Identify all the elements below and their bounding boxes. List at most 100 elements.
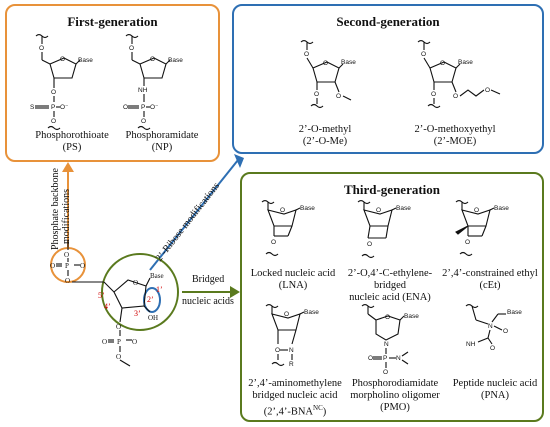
atom-o-bottom: O	[65, 277, 70, 285]
svg-text:Base: Base	[396, 205, 411, 212]
svg-text:O: O	[367, 241, 372, 248]
svg-text:P: P	[141, 104, 145, 111]
atom-o-ring: O	[133, 279, 138, 287]
phosphoramidate-structure: O O Base NH P O O⁻ O	[123, 33, 183, 131]
pos-4-label: 4’	[104, 302, 111, 311]
svg-text:Base: Base	[458, 59, 473, 66]
pos-2-label: 2’	[147, 295, 154, 304]
third-generation-panel: Third-generation	[240, 172, 544, 422]
svg-text:O: O	[314, 91, 319, 98]
lna-label: Locked nucleic acid(LNA)	[250, 268, 336, 291]
atom-o-3: O	[116, 323, 121, 331]
sugar-circle	[101, 253, 179, 331]
atom-o-p2-left: O	[102, 338, 107, 346]
pna-structure: N Base O NH O	[465, 303, 522, 352]
pna-label: Peptide nucleic acid(PNA)	[452, 378, 538, 401]
svg-text:O: O	[123, 104, 128, 111]
svg-text:O: O	[51, 118, 56, 125]
svg-text:O: O	[431, 91, 436, 98]
phosphorothioate-structure: O O Base O P S O⁻ O	[30, 33, 93, 131]
svg-text:O: O	[280, 207, 285, 214]
lna-structure: O Base O	[261, 199, 315, 257]
ribose-arrow-line	[149, 159, 239, 271]
cet-structure: O Base O	[455, 199, 509, 257]
svg-text:Base: Base	[78, 57, 93, 64]
bridged-arrowhead	[230, 286, 240, 298]
svg-text:Base: Base	[304, 309, 319, 316]
svg-text:O: O	[376, 207, 381, 214]
ribose-arrowhead	[234, 154, 244, 168]
svg-text:N: N	[384, 341, 389, 348]
atom-o-p2-right: O	[132, 338, 137, 346]
ribose-label: 2’-Ribose modifications	[154, 181, 222, 264]
cet-label: 2’,4’-constrained ethyl(cEt)	[442, 268, 538, 291]
pos-5-label: 5’	[98, 291, 105, 300]
svg-text:O: O	[51, 89, 56, 96]
phosphoramidate-label: Phosphoramidate(NP)	[125, 130, 199, 153]
bridged-label-1: Bridged	[192, 274, 224, 285]
svg-text:O: O	[275, 347, 280, 354]
pos-1-label: 1’	[156, 285, 163, 294]
svg-text:Base: Base	[300, 205, 315, 212]
atom-p: P	[65, 262, 69, 270]
two-o-methyl-structure: O O Base O O	[300, 39, 356, 109]
second-generation-panel: Second-generation	[232, 4, 544, 154]
svg-text:O: O	[385, 314, 390, 321]
first-generation-title: First-generation	[67, 14, 158, 29]
two-o-methoxyethyl-structure: O O Base O O O	[417, 39, 501, 109]
backbone-label-1: Phosphate backbone	[50, 168, 61, 250]
nucleotide-skeleton	[56, 240, 151, 367]
svg-text:O: O	[383, 369, 388, 376]
svg-text:O: O	[485, 87, 490, 94]
svg-text:O: O	[141, 118, 146, 125]
svg-text:Base: Base	[168, 57, 183, 64]
svg-text:P: P	[51, 104, 55, 111]
svg-text:Base: Base	[507, 309, 522, 316]
svg-text:O⁻: O⁻	[60, 104, 69, 111]
svg-text:Base: Base	[494, 205, 509, 212]
svg-text:O: O	[60, 56, 65, 63]
atom-base-center: Base	[150, 272, 164, 280]
oh-label: OH	[148, 314, 158, 322]
svg-text:O⁻: O⁻	[150, 104, 159, 111]
svg-text:NH: NH	[466, 341, 476, 348]
svg-text:O: O	[39, 45, 44, 52]
svg-text:N: N	[396, 355, 401, 362]
bridged-label-2: nucleic acids	[182, 296, 234, 307]
svg-text:O: O	[490, 345, 495, 352]
svg-text:Base: Base	[341, 59, 356, 66]
svg-text:N: N	[488, 323, 493, 330]
svg-text:N: N	[289, 347, 294, 354]
two-o-methoxyethyl-label: 2’-O-methoxyethyl(2’-MOE)	[414, 124, 496, 147]
atom-p2: P	[117, 338, 121, 346]
svg-text:O: O	[323, 60, 328, 67]
svg-text:O: O	[421, 51, 426, 58]
pos-3-label: 3’	[134, 309, 141, 318]
svg-text:O: O	[150, 56, 155, 63]
atom-o-top: O	[64, 251, 69, 259]
atom-o-right: O	[80, 262, 85, 270]
svg-text:R: R	[289, 361, 294, 368]
backbone-label-2: modifications	[61, 189, 72, 244]
svg-text:O: O	[336, 93, 341, 100]
two-prime-ellipse	[143, 287, 161, 313]
two-o-methyl-label: 2’-O-methyl(2’-O-Me)	[298, 124, 352, 147]
svg-text:O: O	[453, 93, 458, 100]
svg-text:O: O	[129, 45, 134, 52]
bna-nc-structure: O Base N O R	[265, 303, 319, 368]
second-generation-title: Second-generation	[336, 14, 440, 29]
svg-text:Base: Base	[404, 313, 419, 320]
svg-text:O: O	[368, 355, 373, 362]
svg-text:O: O	[284, 311, 289, 318]
third-generation-title: Third-generation	[343, 182, 441, 197]
svg-text:NH: NH	[138, 87, 148, 94]
svg-text:S: S	[30, 104, 35, 111]
first-generation-panel: First-generation	[5, 4, 220, 162]
atom-o-left: O	[50, 262, 55, 270]
svg-text:O: O	[271, 239, 276, 246]
svg-text:P: P	[383, 355, 387, 362]
